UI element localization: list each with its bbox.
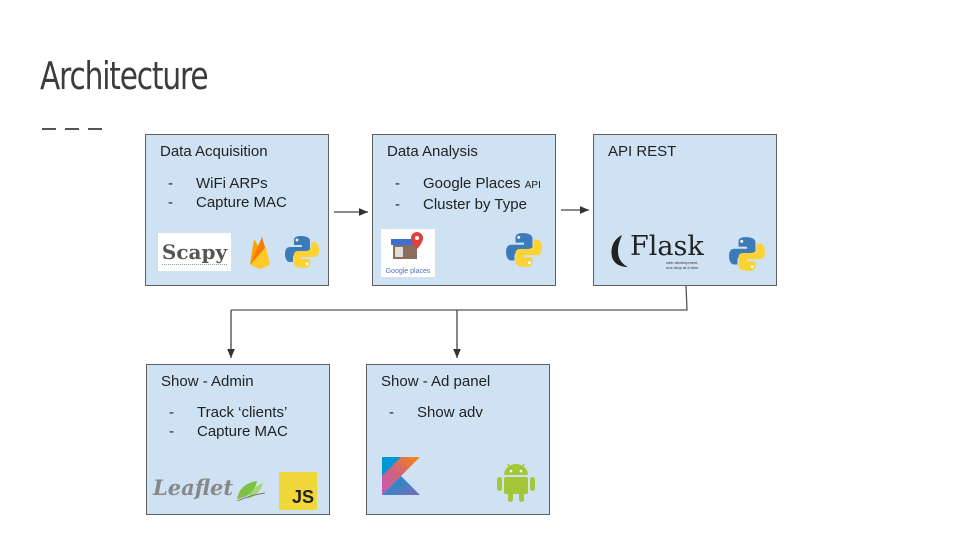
android-icon	[497, 463, 535, 502]
flask-horn-icon	[611, 235, 628, 267]
item-list: -Show adv	[389, 403, 483, 422]
leaf-icon	[236, 481, 265, 501]
box-data-analysis: Data Analysis -Google Places API -Cluste…	[372, 134, 556, 286]
leaflet-logo: Leaflet	[153, 473, 271, 507]
item-list: -Google Places API -Cluster by Type	[395, 174, 541, 214]
page-title: Architecture	[40, 54, 209, 98]
firebase-icon	[250, 237, 270, 269]
store-pin-icon	[391, 232, 423, 259]
item-list: -Track ‘clients’ -Capture MAC	[169, 403, 288, 441]
python-icon	[729, 237, 765, 271]
flask-logo: Flask web development, one drop at a tim…	[608, 231, 708, 271]
connector-api-down	[231, 285, 688, 311]
scapy-logo: Scapy	[158, 233, 231, 271]
list-item: -Capture MAC	[169, 423, 288, 440]
list-item: -Show adv	[389, 404, 483, 421]
box-api-rest: API REST Flask web development, one drop…	[593, 134, 777, 286]
item-list: -WiFi ARPs -Capture MAC	[168, 174, 287, 212]
box-show-ad-panel: Show - Ad panel -Show adv	[366, 364, 550, 515]
box-title: Data Analysis	[387, 143, 478, 160]
title-underline	[42, 128, 102, 130]
list-item: -Capture MAC	[168, 194, 287, 211]
box-show-admin: Show - Admin -Track ‘clients’ -Capture M…	[146, 364, 330, 515]
list-item: -Google Places API	[395, 175, 541, 192]
list-item: -Cluster by Type	[395, 196, 527, 213]
box-title: Data Acquisition	[160, 143, 268, 160]
javascript-logo: JS	[279, 472, 317, 510]
box-data-acquisition: Data Acquisition -WiFi ARPs -Capture MAC…	[145, 134, 329, 286]
list-item: -WiFi ARPs	[168, 175, 268, 192]
list-item: -Track ‘clients’	[169, 404, 288, 421]
kotlin-icon	[382, 457, 420, 495]
box-title: API REST	[608, 143, 677, 160]
python-icon	[285, 236, 319, 268]
google-places-logo: Google places	[381, 229, 435, 277]
box-title: Show - Ad panel	[381, 373, 491, 390]
box-title: Show - Admin	[161, 373, 254, 390]
python-icon	[506, 233, 542, 267]
